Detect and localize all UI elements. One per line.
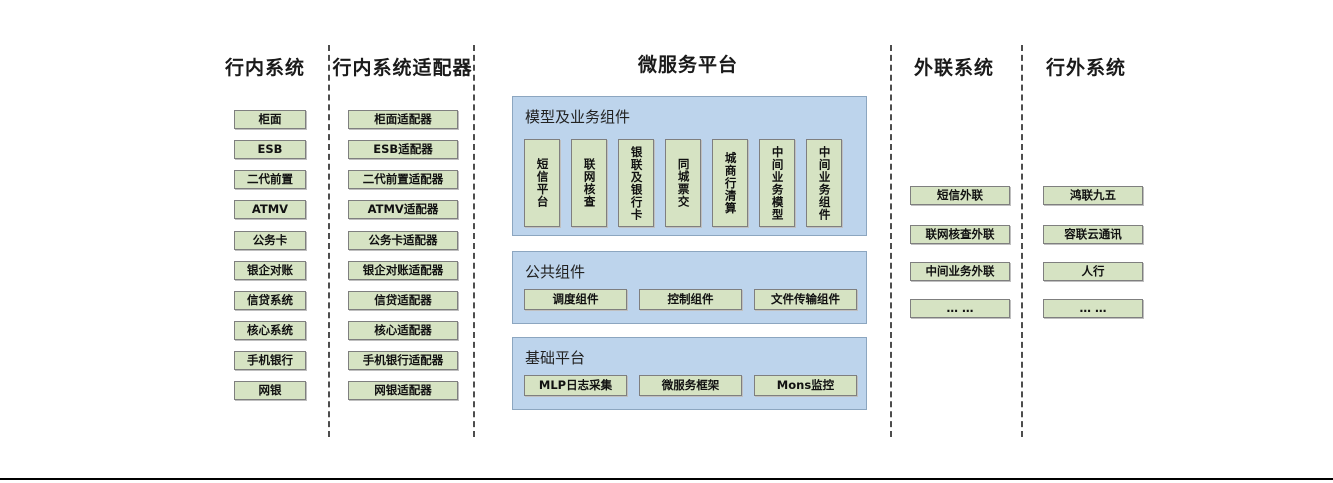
list-item[interactable]: 二代前置 — [234, 170, 306, 189]
list-item[interactable]: ATMV — [234, 200, 306, 219]
list-item[interactable]: 银企对账适配器 — [348, 261, 458, 280]
list-item[interactable]: 二代前置适配器 — [348, 170, 458, 189]
list-item[interactable]: 柜面 — [234, 110, 306, 129]
component-box[interactable]: MLP日志采集 — [524, 375, 627, 396]
bottom-divider — [0, 478, 1333, 480]
panel-label: 模型及业务组件 — [525, 108, 631, 126]
column-divider-2 — [473, 45, 475, 437]
panel-label: 基础平台 — [525, 349, 586, 367]
list-item[interactable]: 短信外联 — [910, 186, 1010, 205]
list-item[interactable]: 容联云通讯 — [1043, 225, 1143, 244]
component-box[interactable]: 微服务框架 — [639, 375, 742, 396]
panel-base-platform: 基础平台 MLP日志采集 微服务框架 Mons监控 — [512, 337, 867, 410]
list-item[interactable]: 手机银行 — [234, 351, 306, 370]
column-title-microservice-platform: 微服务平台 — [637, 54, 738, 76]
component-box[interactable]: 城商行清算 — [712, 139, 748, 227]
list-item[interactable]: … … — [1043, 299, 1143, 318]
column-title-external-link-systems: 外联系统 — [913, 57, 994, 79]
component-box[interactable]: 文件传输组件 — [754, 289, 857, 310]
list-item[interactable]: 联网核查外联 — [910, 225, 1010, 244]
component-box[interactable]: 同城票交 — [665, 139, 701, 227]
column-divider-4 — [1021, 45, 1023, 437]
list-item[interactable]: ESB — [234, 140, 306, 159]
list-item[interactable]: 网银 — [234, 381, 306, 400]
list-item[interactable]: ESB适配器 — [348, 140, 458, 159]
list-item[interactable]: 信贷适配器 — [348, 291, 458, 310]
list-item[interactable]: 手机银行适配器 — [348, 351, 458, 370]
list-item[interactable]: … … — [910, 299, 1010, 318]
list-item[interactable]: 柜面适配器 — [348, 110, 458, 129]
component-box[interactable]: 控制组件 — [639, 289, 742, 310]
component-box[interactable]: 银联及银行卡 — [618, 139, 654, 227]
component-box[interactable]: 联网核查 — [571, 139, 607, 227]
column-title-in-bank-adapters: 行内系统适配器 — [332, 57, 473, 79]
list-item[interactable]: 核心系统 — [234, 321, 306, 340]
panel-model-and-business-components: 模型及业务组件 短信平台 联网核查 银联及银行卡 同城票交 城商行清算 中间业务… — [512, 96, 867, 236]
list-item[interactable]: 公务卡适配器 — [348, 231, 458, 250]
list-item[interactable]: 鸿联九五 — [1043, 186, 1143, 205]
list-item[interactable]: 公务卡 — [234, 231, 306, 250]
list-item[interactable]: ATMV适配器 — [348, 200, 458, 219]
list-item[interactable]: 人行 — [1043, 262, 1143, 281]
list-item[interactable]: 银企对账 — [234, 261, 306, 280]
panel-common-components: 公共组件 调度组件 控制组件 文件传输组件 — [512, 251, 867, 324]
component-box[interactable]: 中间业务组件 — [806, 139, 842, 227]
list-item[interactable]: 网银适配器 — [348, 381, 458, 400]
component-box[interactable]: Mons监控 — [754, 375, 857, 396]
component-box[interactable]: 短信平台 — [524, 139, 560, 227]
list-item[interactable]: 中间业务外联 — [910, 262, 1010, 281]
column-title-in-bank-systems: 行内系统 — [224, 57, 305, 79]
panel-label: 公共组件 — [525, 263, 586, 281]
list-item[interactable]: 核心适配器 — [348, 321, 458, 340]
component-box[interactable]: 调度组件 — [524, 289, 627, 310]
column-title-out-bank-systems: 行外系统 — [1045, 57, 1126, 79]
component-box[interactable]: 中间业务模型 — [759, 139, 795, 227]
list-item[interactable]: 信贷系统 — [234, 291, 306, 310]
column-divider-1 — [328, 45, 330, 437]
column-divider-3 — [890, 45, 892, 437]
